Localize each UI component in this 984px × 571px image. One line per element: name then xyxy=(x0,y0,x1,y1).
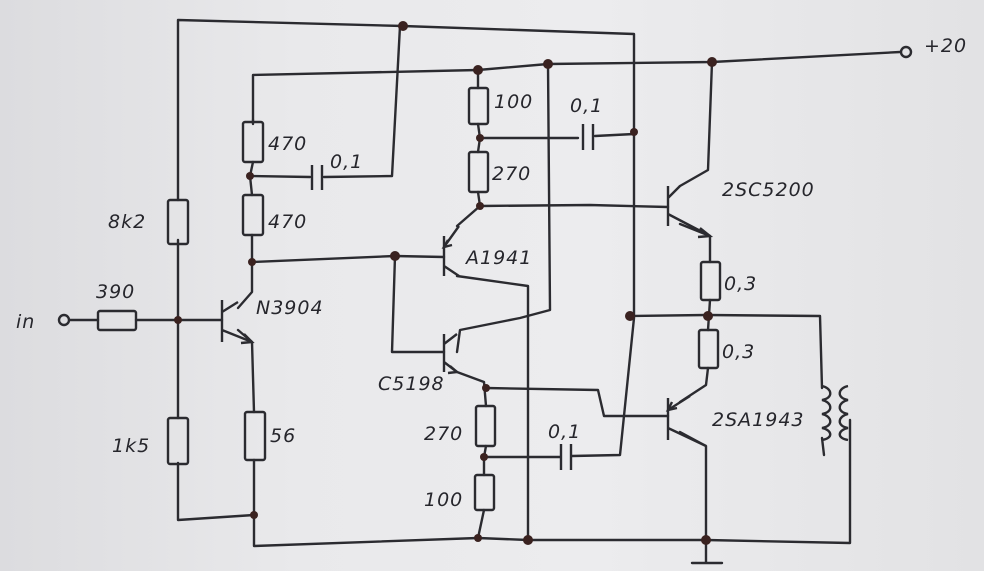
supply-terminal xyxy=(899,45,913,59)
resistor-0-3-bottom xyxy=(697,328,720,370)
resistor-470-top xyxy=(241,120,265,164)
resistor-56 xyxy=(243,410,267,462)
label-0-3-bottom: 0,3 xyxy=(722,341,755,363)
label-2sa1943: 2SA1943 xyxy=(712,409,805,431)
input-terminal xyxy=(57,313,71,327)
label-0-3-top: 0,3 xyxy=(724,273,757,295)
label-470-bottom: 470 xyxy=(268,211,307,233)
transistor-symbols xyxy=(220,185,714,448)
label-n3904: N3904 xyxy=(256,297,324,319)
resistor-0-3-top xyxy=(699,260,722,302)
resistor-390 xyxy=(96,309,138,332)
label-390: 390 xyxy=(96,281,135,303)
resistor-1k5 xyxy=(166,416,190,466)
resistor-8k2 xyxy=(166,198,190,246)
label-8k2: 8k2 xyxy=(108,211,146,233)
resistor-270-bottom xyxy=(474,404,497,448)
label-56: 56 xyxy=(270,425,296,447)
resistor-symbols xyxy=(96,86,722,512)
junction-dots xyxy=(174,21,717,545)
input-label: in xyxy=(16,311,35,333)
capacitor-bottom xyxy=(559,444,573,470)
wires xyxy=(68,18,902,565)
terminal-symbols xyxy=(57,45,913,327)
label-100-bottom: 100 xyxy=(424,489,463,511)
transistor-2sc5200 xyxy=(666,185,711,238)
speaker-coil xyxy=(821,384,849,442)
capacitor-symbols xyxy=(310,124,595,470)
resistor-100-bottom xyxy=(473,473,496,512)
label-100-top: 100 xyxy=(494,91,533,113)
label-c5198: C5198 xyxy=(378,373,445,395)
transistor-a1941 xyxy=(442,225,460,277)
resistor-270-top xyxy=(467,150,490,194)
label-cap-bootstrap: 0,1 xyxy=(330,151,363,173)
resistor-470-bottom xyxy=(241,193,265,237)
label-2sc5200: 2SC5200 xyxy=(722,179,815,201)
label-270-bottom: 270 xyxy=(424,423,463,445)
label-470-top: 470 xyxy=(268,133,307,155)
label-cap-bottom: 0,1 xyxy=(548,421,581,443)
supply-label: +20 xyxy=(924,35,967,57)
label-a1941: A1941 xyxy=(464,247,532,269)
resistor-100-top xyxy=(467,86,490,126)
label-270-top: 270 xyxy=(492,163,531,185)
label-cap-top: 0,1 xyxy=(570,95,603,117)
transistor-n3904 xyxy=(220,300,253,344)
transistor-2sa1943 xyxy=(666,394,707,448)
label-1k5: 1k5 xyxy=(112,435,150,457)
capacitor-bootstrap xyxy=(310,165,324,190)
capacitor-top xyxy=(581,124,595,150)
